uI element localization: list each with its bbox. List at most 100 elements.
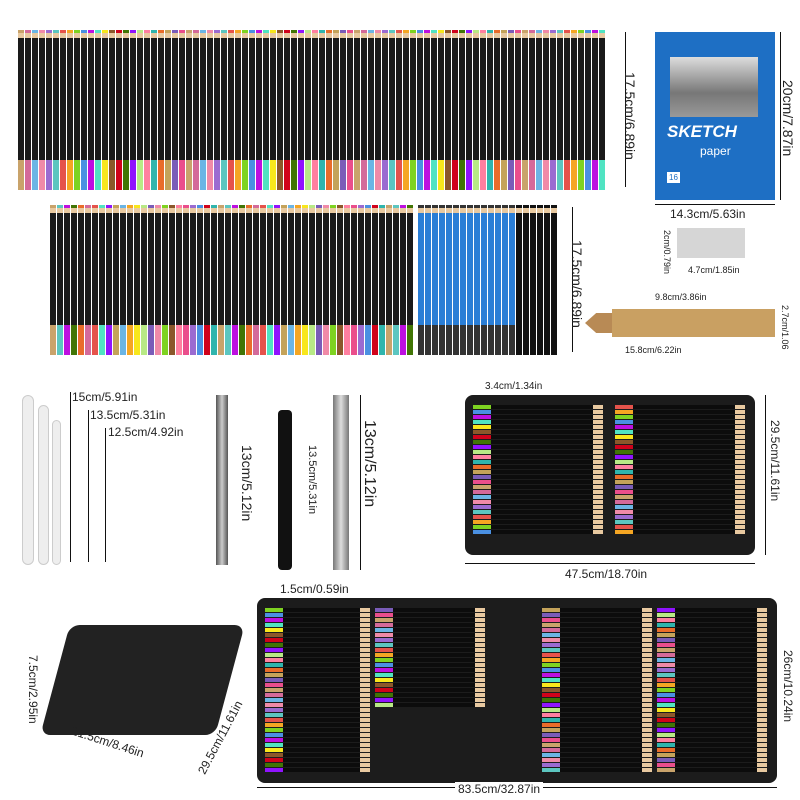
pencil	[39, 30, 45, 190]
pencil	[542, 678, 652, 682]
pencil	[657, 668, 767, 672]
pencil	[508, 30, 514, 190]
pencil	[375, 673, 485, 677]
pencil	[71, 205, 77, 355]
pencil	[265, 663, 370, 667]
pencil	[473, 500, 603, 504]
pencil	[657, 678, 767, 682]
pencil	[585, 30, 591, 190]
pencil	[183, 205, 189, 355]
pencil	[375, 678, 485, 682]
pencil	[106, 205, 112, 355]
pencil	[92, 205, 98, 355]
pencil	[542, 688, 652, 692]
pencil	[375, 608, 485, 612]
pencil	[375, 698, 485, 702]
pencil	[473, 470, 603, 474]
pencil	[542, 758, 652, 762]
pencil	[265, 673, 370, 677]
pencil	[265, 608, 370, 612]
pencil	[232, 205, 238, 355]
pencil	[186, 30, 192, 190]
pencil	[473, 490, 603, 494]
pencil	[302, 205, 308, 355]
pencil	[375, 613, 485, 617]
pencil	[615, 455, 745, 459]
pencil	[615, 470, 745, 474]
pencil	[615, 450, 745, 454]
eraser-width-label: 4.7cm/1.85in	[688, 265, 740, 275]
pencil	[615, 485, 745, 489]
stump-large-label: 15cm/5.91in	[72, 390, 138, 404]
pencil	[542, 708, 652, 712]
pencil	[657, 623, 767, 627]
pencil	[542, 613, 652, 617]
pencil	[657, 688, 767, 692]
pencil	[657, 633, 767, 637]
pencil	[615, 425, 745, 429]
pencil	[615, 490, 745, 494]
pencil	[32, 30, 38, 190]
pencil	[657, 693, 767, 697]
pencil	[615, 495, 745, 499]
stump-medium-label: 13.5cm/5.31in	[90, 408, 166, 422]
pencil	[265, 758, 370, 762]
pencil	[78, 205, 84, 355]
pencil	[424, 30, 430, 190]
pencil	[393, 205, 399, 355]
pencil	[256, 30, 262, 190]
pencil	[473, 30, 479, 190]
pencil	[615, 510, 745, 514]
pencil	[265, 613, 370, 617]
pencil	[375, 653, 485, 657]
pencil	[218, 205, 224, 355]
pencil-case-closed	[40, 625, 245, 735]
pencil	[246, 205, 252, 355]
case-full-width-label: 83.5cm/32.87in	[455, 782, 544, 796]
pencil	[197, 205, 203, 355]
dimension-line	[88, 410, 89, 562]
pencil	[473, 415, 603, 419]
pencil	[564, 30, 570, 190]
pencil	[551, 205, 557, 355]
pencil	[542, 713, 652, 717]
pencil-case-open-small	[465, 395, 755, 555]
pencil	[60, 30, 66, 190]
pencil	[460, 205, 466, 355]
sketch-subtitle: paper	[700, 144, 731, 158]
pencil	[137, 30, 143, 190]
pencil	[95, 30, 101, 190]
pencil	[263, 30, 269, 190]
pencil	[172, 30, 178, 190]
pencil	[516, 205, 522, 355]
pencil	[265, 633, 370, 637]
pencil	[326, 30, 332, 190]
pencil	[316, 205, 322, 355]
pencil	[265, 688, 370, 692]
pencil	[50, 205, 56, 355]
case-full-depth-label: 1.5cm/0.59in	[280, 582, 349, 596]
pencil	[542, 738, 652, 742]
pencil	[113, 205, 119, 355]
pencil	[375, 703, 485, 707]
pencil	[99, 205, 105, 355]
pad-width-label: 14.3cm/5.63in	[670, 207, 746, 221]
blending-stump-large	[22, 395, 34, 565]
pencil	[473, 455, 603, 459]
eraser-height-label: 2cm/0.79in	[662, 230, 672, 275]
pencil	[109, 30, 115, 190]
pencil	[144, 30, 150, 190]
pencil	[536, 30, 542, 190]
pencil	[509, 205, 515, 355]
pencil	[523, 205, 529, 355]
pencil	[239, 205, 245, 355]
pencil	[253, 205, 259, 355]
pencil	[615, 525, 745, 529]
pencil	[265, 628, 370, 632]
pencil	[459, 30, 465, 190]
pencil	[571, 30, 577, 190]
colored-pencils-row-1	[18, 30, 608, 190]
sketch-title: SKETCH	[667, 122, 737, 141]
pencil	[439, 205, 445, 355]
pencil	[473, 445, 603, 449]
